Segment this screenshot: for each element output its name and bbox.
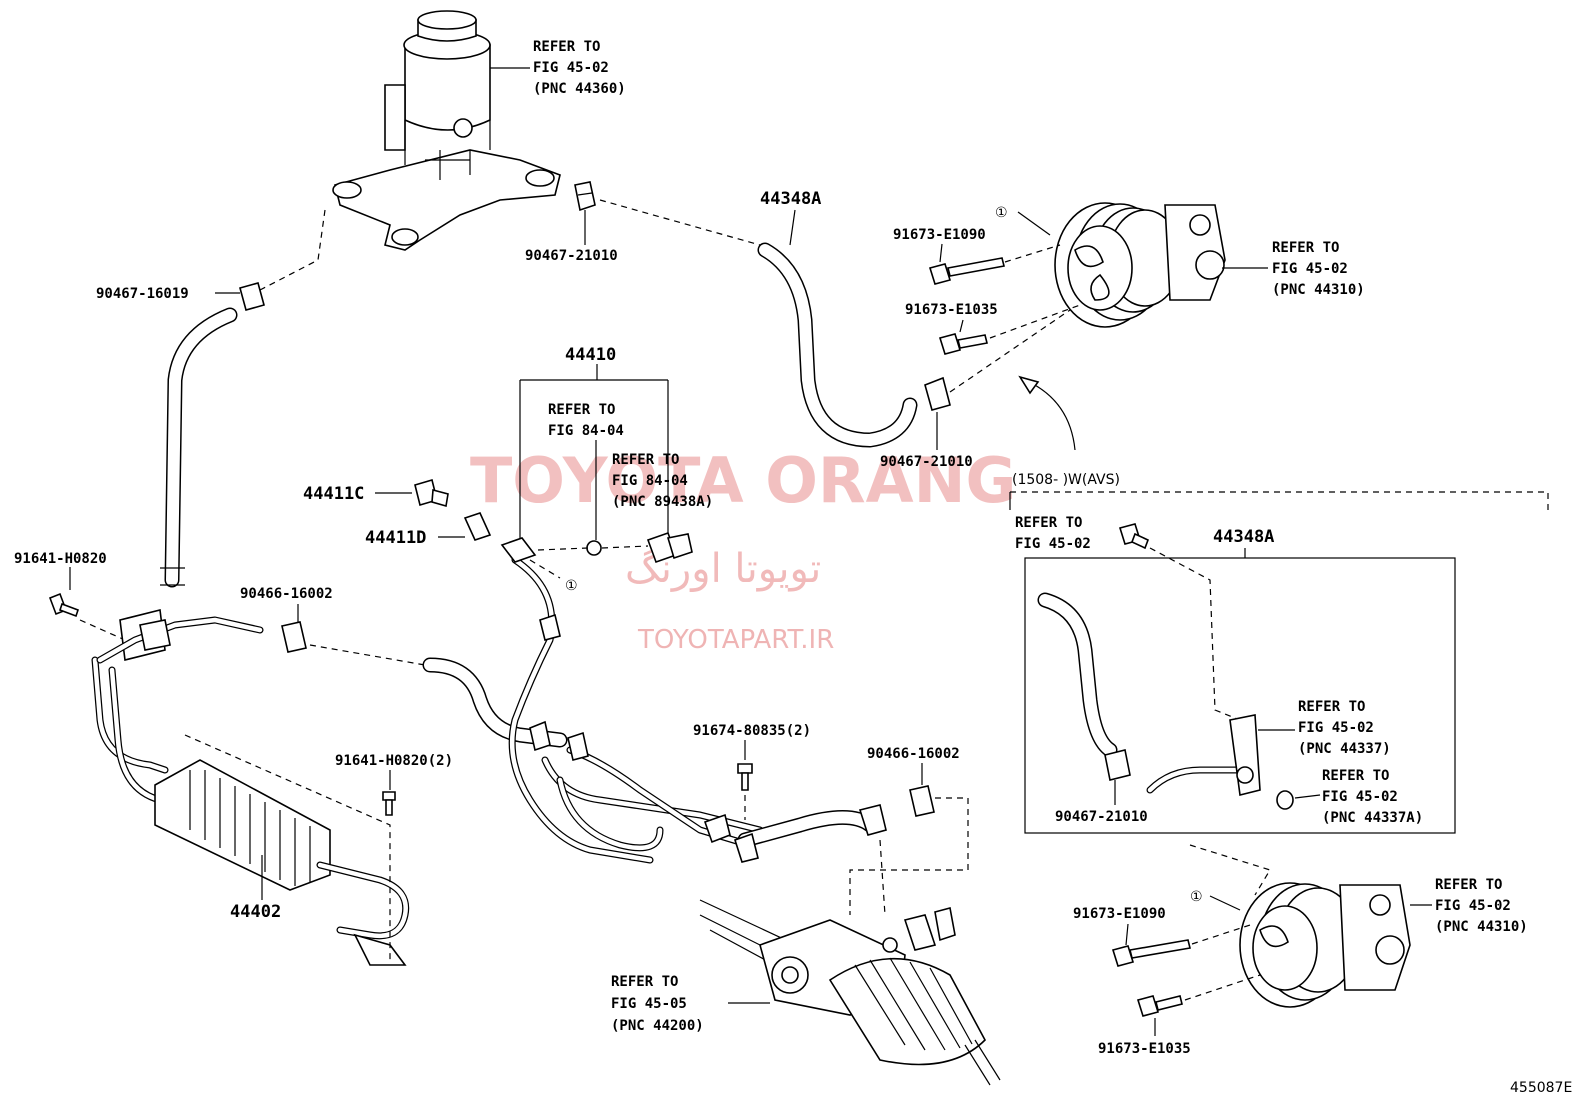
label-44402: 44402 — [230, 902, 281, 922]
bolt-91641-H0820-2[interactable] — [382, 791, 396, 816]
bolt-91673-E1090-inset[interactable] — [1111, 939, 1191, 967]
ref-inset-44337-label: REFER TO FIG 45-02 (PNC 44337) — [1298, 699, 1391, 757]
ref-rack-label: REFER TO FIG 45-05 (PNC 44200) — [611, 974, 704, 1034]
reservoir-assembly — [332, 10, 561, 251]
bolt-91674-80835-2[interactable] — [737, 763, 753, 791]
clamp-90466-16002-left[interactable] — [281, 621, 307, 653]
label-91641-H0820: 91641-H0820 — [14, 551, 107, 567]
label-44348A-inset: 44348A — [1213, 527, 1274, 547]
label-90467-21010-top: 90467-21010 — [525, 248, 618, 264]
oil-cooler-44402[interactable] — [91, 609, 410, 966]
hose-44348A-inset[interactable] — [1037, 592, 1261, 796]
label-91673-E1090-inset: 91673-E1090 — [1073, 906, 1166, 922]
figure-code: 455087E — [1510, 1080, 1572, 1096]
callout-1-main: ① — [995, 205, 1008, 221]
bolt-inset-top[interactable] — [1118, 523, 1150, 550]
clamp-90467-21010-mid[interactable] — [924, 376, 951, 411]
fitting-44411D[interactable] — [463, 512, 492, 541]
pressure-hose-main[interactable] — [422, 556, 887, 864]
label-91641-H0820-2: 91641-H0820(2) — [335, 753, 453, 769]
watermark-url: TOYOTAPART.IR — [637, 625, 834, 655]
label-90466-16002-right: 90466-16002 — [867, 746, 960, 762]
ref-reservoir-label: REFER TO FIG 45-02 (PNC 44360) — [533, 39, 626, 97]
ref-inset-top-label: REFER TO FIG 45-02 — [1015, 515, 1091, 552]
ref-inset-44337A-label: REFER TO FIG 45-02 (PNC 44337A) — [1322, 768, 1423, 826]
ref-pump-main-label: REFER TO FIG 45-02 (PNC 44310) — [1272, 240, 1365, 298]
label-44410: 44410 — [565, 345, 616, 365]
o-ring-inset[interactable] — [1276, 790, 1294, 810]
ref-pump-inset-label: REFER TO FIG 45-02 (PNC 44310) — [1435, 877, 1528, 935]
avs-range-label: (1508- )W(AVS) — [1012, 472, 1120, 488]
clamp-90466-16002-right[interactable] — [909, 785, 935, 817]
label-90467-21010-mid: 90467-21010 — [880, 454, 973, 470]
pressure-switch-union[interactable] — [500, 531, 693, 564]
label-90467-16019: 90467-16019 — [96, 286, 189, 302]
bolt-91673-E1035-main[interactable] — [938, 333, 988, 355]
clamp-90467-16019[interactable] — [239, 282, 265, 311]
return-hose-left[interactable] — [160, 307, 238, 588]
label-91673-E1090-main: 91673-E1090 — [893, 227, 986, 243]
label-44411D: 44411D — [365, 528, 426, 548]
label-90466-16002-left: 90466-16002 — [240, 586, 333, 602]
inset-frame — [1024, 557, 1456, 834]
watermark-brand: TOYOTA ORANG — [470, 444, 1016, 517]
fitting-44411C[interactable] — [414, 478, 449, 508]
power-steering-pump-main — [1054, 202, 1226, 328]
callout-1-inset: ① — [1190, 889, 1203, 905]
label-44411C: 44411C — [303, 484, 364, 504]
bolt-91673-E1090-main[interactable] — [928, 257, 1005, 285]
label-91673-E1035-main: 91673-E1035 — [905, 302, 998, 318]
steering-rack-gear — [699, 899, 1001, 1086]
label-44348A-main: 44348A — [760, 189, 821, 209]
bolt-91673-E1035-inset[interactable] — [1136, 995, 1183, 1017]
power-steering-pump-inset — [1239, 882, 1411, 1008]
clamp-90467-21010-top[interactable] — [574, 181, 596, 212]
hose-44348A-main[interactable] — [757, 242, 918, 448]
bolt-91641-H0820[interactable] — [48, 592, 80, 618]
label-91674-80835-2: 91674-80835(2) — [693, 723, 811, 739]
callout-1-union: ① — [565, 578, 578, 594]
label-90467-21010-inset: 90467-21010 — [1055, 809, 1148, 825]
ref-84-04-b-label: REFER TO FIG 84-04 (PNC 89438A) — [612, 452, 713, 510]
ref-84-04-a-label: REFER TO FIG 84-04 — [548, 402, 624, 439]
label-91673-E1035-inset: 91673-E1035 — [1098, 1041, 1191, 1057]
cooler-feed-pipes — [96, 616, 264, 664]
